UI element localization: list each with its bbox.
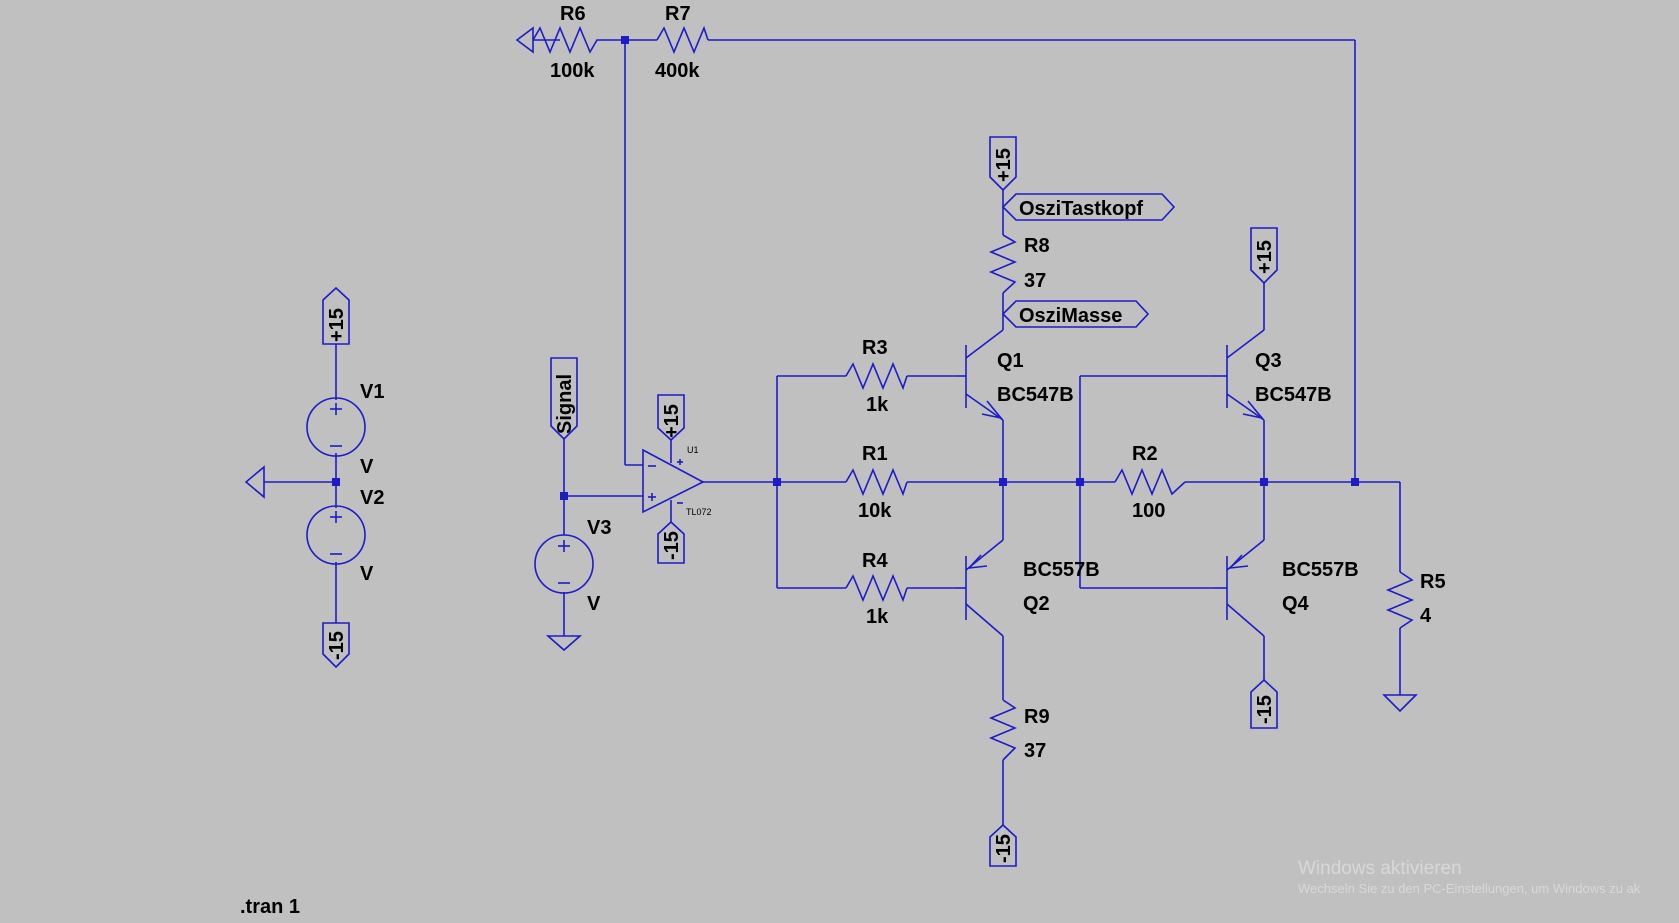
net-pos-q3-text: +15 <box>1254 240 1276 274</box>
v2-name: V2 <box>360 487 384 509</box>
r2-name: R2 <box>1132 443 1158 465</box>
r1-value: 10k <box>858 500 892 522</box>
net-label-pos-v1[interactable]: +15 <box>322 286 350 345</box>
r2-value: 100 <box>1132 500 1165 522</box>
q4-model: BC557B <box>1282 559 1359 581</box>
r6-name: R6 <box>560 3 586 25</box>
net-neg-opamp-text: -15 <box>661 531 683 560</box>
r5-value: 4 <box>1420 605 1432 627</box>
resistor-r1[interactable]: R1 10k <box>845 443 908 522</box>
ground-v3[interactable] <box>545 635 583 652</box>
r3-value: 1k <box>866 394 889 416</box>
r1-name: R1 <box>862 443 888 465</box>
resistor-r7[interactable]: R7 400k <box>655 3 709 82</box>
v2-value: V <box>360 563 374 585</box>
ground-supply-flag[interactable] <box>244 465 265 499</box>
r4-name: R4 <box>862 550 888 572</box>
u1-model: TL072 <box>686 507 712 517</box>
net-probe-text: OsziTastkopf <box>1019 198 1143 220</box>
voltage-source-v1[interactable]: V1 V <box>306 381 384 478</box>
resistor-r4[interactable]: R4 1k <box>845 550 908 628</box>
v3-value: V <box>587 593 601 615</box>
junction-dots <box>332 36 1359 500</box>
r6-value: 100k <box>550 60 595 82</box>
spice-directive[interactable]: .tran 1 <box>240 896 300 918</box>
activation-watermark-title: Windows aktivieren <box>1298 858 1462 879</box>
net-label-neg-v2[interactable]: -15 <box>322 622 350 669</box>
transistor-q4[interactable]: BC557B Q4 <box>1213 539 1359 637</box>
r4-value: 1k <box>866 606 889 628</box>
v1-name: V1 <box>360 381 384 403</box>
wires <box>264 39 1401 825</box>
v3-name: V3 <box>587 517 611 539</box>
q3-name: Q3 <box>1255 350 1282 372</box>
resistor-r8[interactable]: R8 37 <box>988 234 1050 294</box>
net-neg-r9-text: -15 <box>993 834 1015 863</box>
net-neg-q4-text: -15 <box>1254 695 1276 724</box>
transistor-q1[interactable]: Q1 BC547B <box>955 345 1074 421</box>
r7-value: 400k <box>655 60 700 82</box>
net-pos-q1-text: +15 <box>993 148 1015 182</box>
transistor-q2[interactable]: BC557B Q2 <box>955 539 1100 637</box>
r9-name: R9 <box>1024 706 1050 728</box>
net-label-pos-q3[interactable]: +15 <box>1250 227 1278 285</box>
v1-value: V <box>360 456 374 478</box>
net-neg-v2-text: -15 <box>326 631 348 660</box>
q4-name: Q4 <box>1282 593 1310 615</box>
net-label-probe[interactable]: OsziTastkopf <box>1001 193 1176 221</box>
u1-name: U1 <box>687 445 699 455</box>
q3-model: BC547B <box>1255 384 1332 406</box>
resistor-r3[interactable]: R3 1k <box>845 337 908 416</box>
resistor-r9[interactable]: R9 37 <box>988 699 1050 762</box>
r8-value: 37 <box>1024 270 1046 292</box>
q1-model: BC547B <box>997 384 1074 406</box>
net-label-neg-r9[interactable]: -15 <box>989 823 1017 867</box>
opamp-u1[interactable]: U1 TL072 <box>642 440 712 522</box>
ground-r5[interactable] <box>1382 694 1418 713</box>
r9-value: 37 <box>1024 740 1046 762</box>
r5-name: R5 <box>1420 571 1446 593</box>
net-label-pos-q1[interactable]: +15 <box>989 136 1017 192</box>
resistor-r6[interactable]: R6 100k <box>532 3 625 82</box>
voltage-source-v3[interactable]: V3 V <box>534 517 611 615</box>
net-pos-v1-text: +15 <box>326 308 348 342</box>
net-label-neg-opamp[interactable]: -15 <box>657 520 685 564</box>
transistor-q3[interactable]: Q3 BC547B <box>1213 345 1332 421</box>
q2-model: BC557B <box>1023 559 1100 581</box>
net-label-signal[interactable]: Signal <box>550 357 578 441</box>
q2-name: Q2 <box>1023 593 1050 615</box>
net-signal-text: Signal <box>554 374 576 434</box>
voltage-source-v2[interactable]: V2 V <box>306 487 384 585</box>
r3-name: R3 <box>862 337 888 359</box>
net-label-neg-q4[interactable]: -15 <box>1250 678 1278 729</box>
activation-watermark-subtitle: Wechseln Sie zu den PC-Einstellungen, um… <box>1298 881 1641 896</box>
net-probe-gnd-text: OsziMasse <box>1019 305 1122 327</box>
resistor-r2[interactable]: R2 100 <box>1114 443 1186 522</box>
r8-name: R8 <box>1024 235 1050 257</box>
q1-name: Q1 <box>997 350 1024 372</box>
net-label-probe-gnd[interactable]: OsziMasse <box>1001 300 1150 328</box>
net-pos-opamp-text: +15 <box>661 404 683 438</box>
resistor-r5[interactable]: R5 4 <box>1385 571 1446 629</box>
ground-left-flag[interactable] <box>515 26 534 54</box>
net-label-pos-opamp[interactable]: +15 <box>657 394 685 442</box>
r7-name: R7 <box>665 3 691 25</box>
